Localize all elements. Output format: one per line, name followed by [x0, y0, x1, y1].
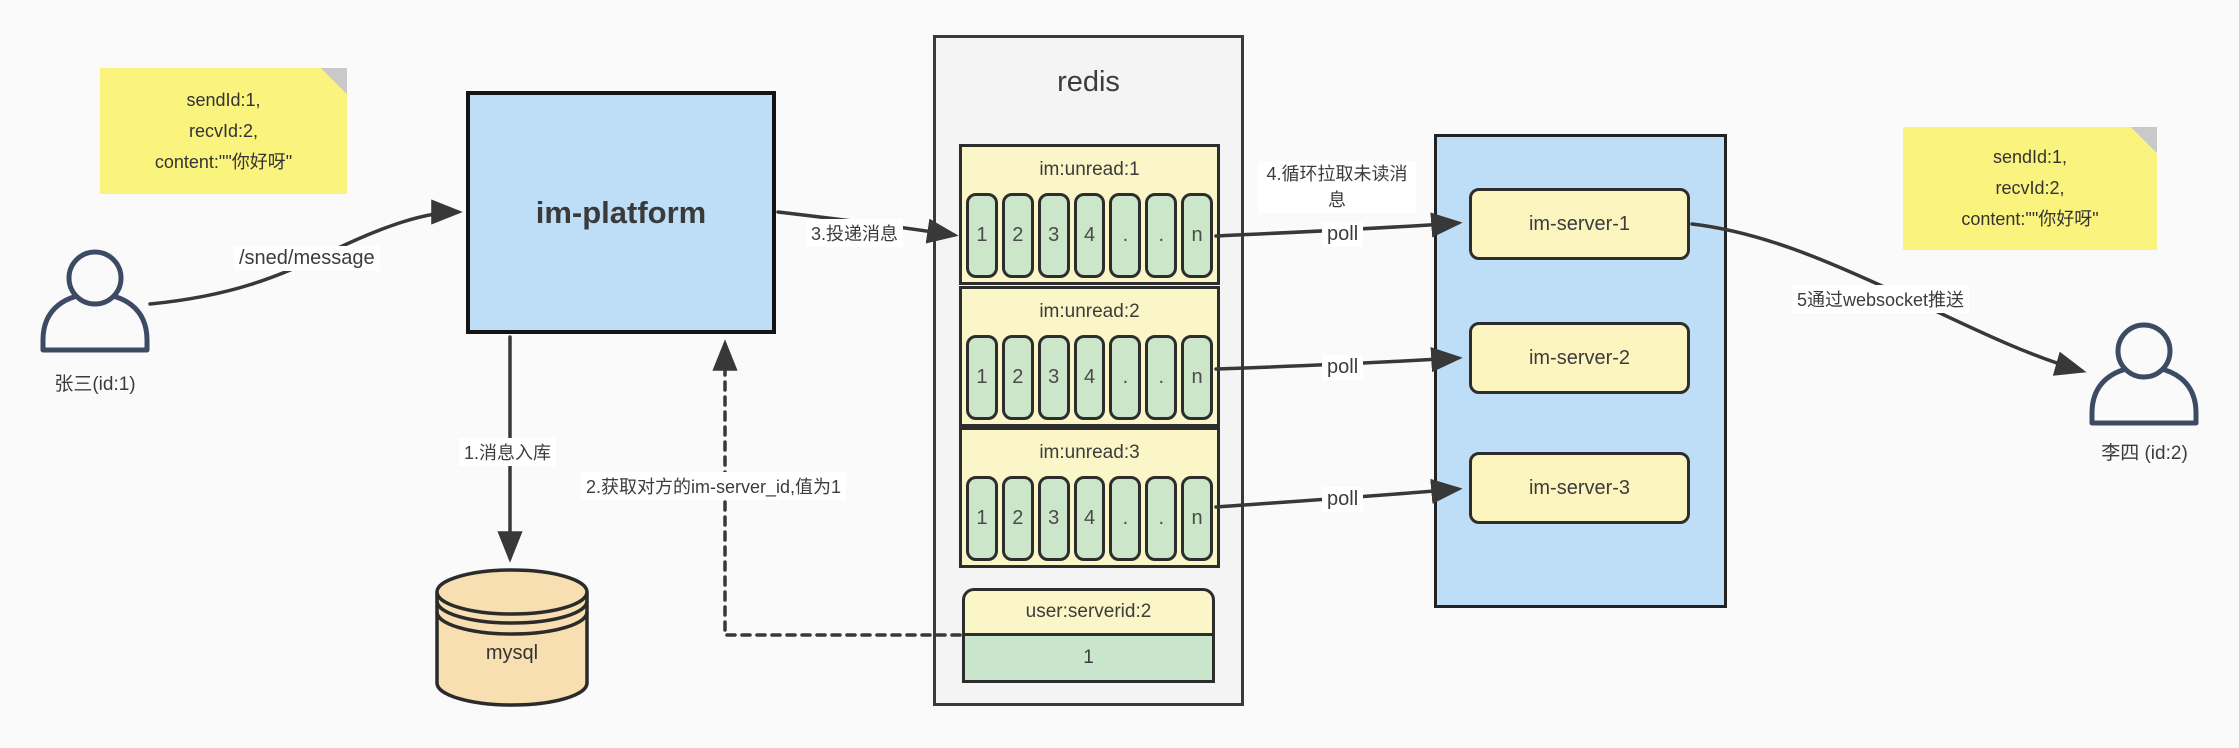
- queue-cell: .: [1145, 335, 1178, 420]
- queue-cells: 1 2 3 4 . . n: [962, 476, 1217, 561]
- queue-cell: 3: [1037, 193, 1070, 278]
- note-line: recvId:2,: [1995, 178, 2065, 198]
- queue-cell: 2: [1001, 476, 1034, 561]
- redis-kv-user-serverid: user:serverid:2 1: [962, 588, 1215, 683]
- redis-queue-unread-2: im:unread:2 1 2 3 4 . . n: [959, 286, 1220, 427]
- queue-cell: .: [1145, 193, 1178, 278]
- note-line: recvId:2,: [188, 120, 259, 141]
- im-platform-label: im-platform: [535, 194, 707, 230]
- queue-cell: 4: [1073, 193, 1106, 278]
- note-line: sendId:1,: [1992, 147, 2068, 167]
- edge-label-step3: 3.投递消息: [806, 219, 904, 247]
- user-lisi-icon: [2092, 325, 2196, 423]
- queue-cell: n: [1181, 476, 1214, 561]
- queue-cell: .: [1145, 476, 1178, 561]
- queue-name: im:unread:3: [1039, 442, 1140, 463]
- redis-title: redis: [1057, 66, 1120, 98]
- actor-sender-label: 张三(id:1): [54, 374, 136, 395]
- queue-cell: 3: [1037, 476, 1070, 561]
- kv-key: user:serverid:2: [1025, 601, 1152, 622]
- queue-cell: n: [1181, 335, 1214, 420]
- queue-cell: n: [1181, 193, 1214, 278]
- queue-cell: 2: [1001, 335, 1034, 420]
- queue-cells: 1 2 3 4 . . n: [962, 193, 1217, 278]
- queue-cell: 2: [1001, 193, 1034, 278]
- note-line: sendId:1,: [186, 89, 261, 110]
- edge-label-step4-line1: 4.循环拉取未读消: [1266, 164, 1408, 184]
- queue-cells: 1 2 3 4 . . n: [962, 335, 1217, 420]
- redis-queue-unread-1: im:unread:1 1 2 3 4 . . n: [959, 144, 1220, 285]
- queue-cell: 3: [1037, 335, 1070, 420]
- edge-label-poll-2: poll: [1322, 355, 1364, 380]
- note-line: content:""你好呀": [154, 151, 293, 172]
- arrow-step2-dashed: [712, 339, 962, 637]
- sticky-note-right: sendId:1, recvId:2, content:""你好呀": [1903, 127, 2157, 250]
- queue-cell: 1: [966, 335, 998, 420]
- edge-label-step4: 4.循环拉取未读消 息: [1258, 161, 1416, 213]
- edge-label-poll-1: poll: [1322, 222, 1364, 247]
- im-server-1-node: im-server-1: [1469, 188, 1690, 260]
- mysql-label: mysql: [485, 642, 539, 664]
- im-server-3-node: im-server-3: [1469, 452, 1690, 524]
- actor-receiver-label: 李四 (id:2): [2101, 443, 2188, 464]
- edge-label-poll-3: poll: [1322, 487, 1364, 512]
- sticky-note-left: sendId:1, recvId:2, content:""你好呀": [100, 68, 347, 194]
- queue-cell: .: [1109, 335, 1142, 420]
- queue-cell: 4: [1073, 476, 1106, 561]
- edge-label-step4-line2: 息: [1328, 190, 1346, 210]
- im-platform-node: im-platform: [466, 91, 776, 334]
- edge-label-step5: 5通过websocket推送: [1792, 285, 1970, 313]
- redis-queue-unread-3: im:unread:3 1 2 3 4 . . n: [959, 427, 1220, 568]
- queue-name: im:unread:2: [1039, 301, 1140, 322]
- edge-label-step2: 2.获取对方的im-server_id,值为1: [581, 472, 847, 500]
- queue-cell: .: [1109, 193, 1142, 278]
- queue-cell: 1: [966, 476, 998, 561]
- kv-value: 1: [965, 633, 1212, 680]
- user-zhangsan-icon: [43, 252, 147, 350]
- edge-label-send-message: /sned/message: [234, 246, 380, 271]
- queue-name: im:unread:1: [1039, 159, 1140, 180]
- mysql-cylinder-icon: [435, 568, 589, 707]
- note-line: content:""你好呀": [1961, 209, 2099, 229]
- queue-cell: 1: [966, 193, 998, 278]
- queue-cell: 4: [1073, 335, 1106, 420]
- queue-cell: .: [1109, 476, 1142, 561]
- im-server-2-node: im-server-2: [1469, 322, 1690, 394]
- edge-label-step1: 1.消息入库: [459, 438, 557, 466]
